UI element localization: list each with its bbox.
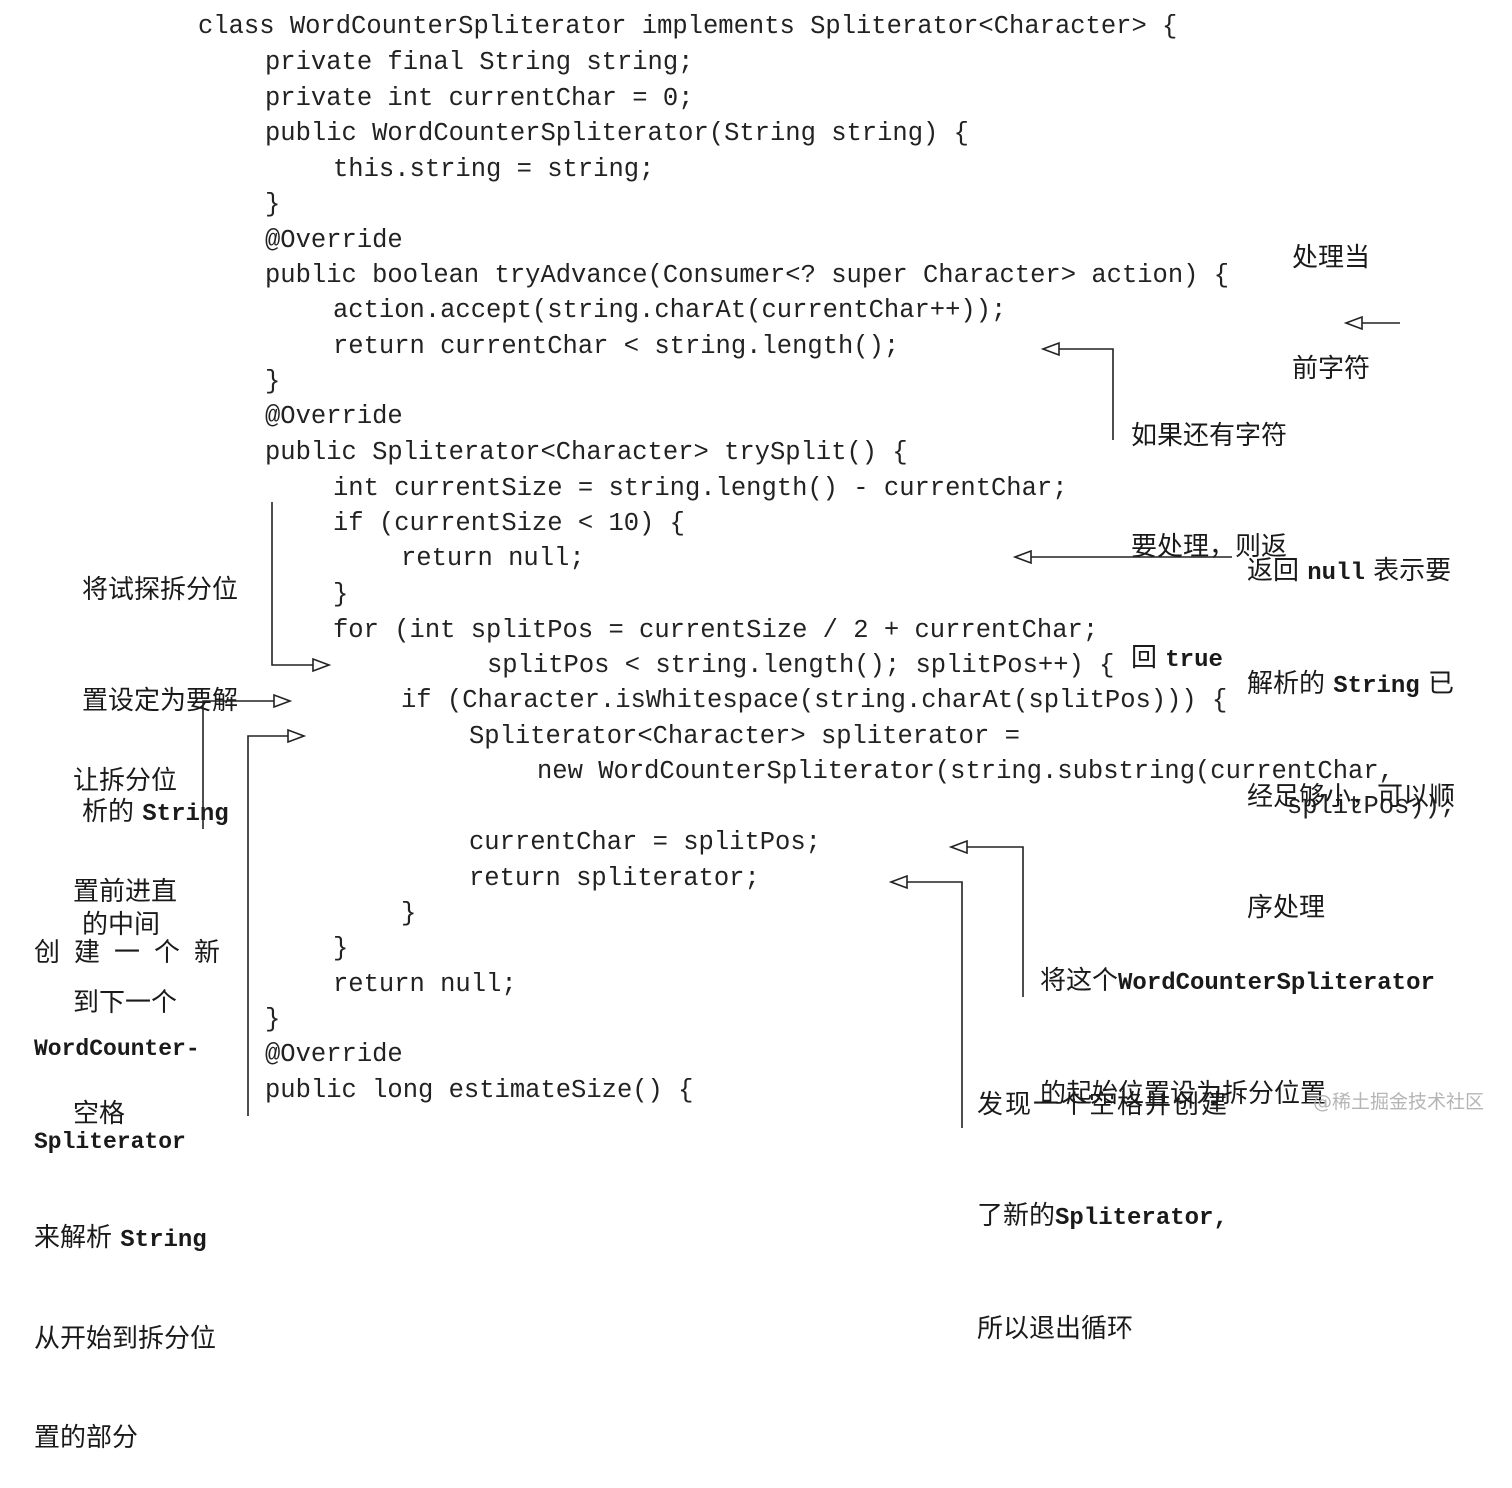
code-line: return currentChar < string.length();	[333, 332, 900, 361]
annotation-split-middle: 将试探拆分位 置设定为要解 析的 String 的中间	[82, 498, 238, 981]
code-line: Spliterator<Character> spliterator =	[469, 722, 1020, 751]
annotation-line: 置前进直	[73, 877, 178, 907]
connector-return-true	[1059, 348, 1114, 440]
annotation-advance: 让拆分位 置前进直 到下一个 空格	[73, 689, 177, 1170]
annotation-code: WordCounter-	[34, 1036, 200, 1062]
annotation-line: 到下一个	[73, 988, 178, 1018]
annotation-text: 了新的	[977, 1201, 1056, 1231]
connector-found-space	[907, 881, 963, 1128]
code-line: }	[333, 934, 349, 963]
code-line: return null;	[333, 970, 517, 999]
watermark: @稀土掘金技术社区	[1312, 1091, 1484, 1113]
code-line: splitPos < string.length(); splitPos++) …	[487, 651, 1115, 680]
code-line: }	[265, 1005, 281, 1034]
arrowhead-split-middle	[312, 657, 332, 673]
annotation-line: 了新的Spliterator,	[977, 1198, 1229, 1237]
code-line: }	[265, 367, 281, 396]
annotation-found-space: 发现一个空格并创建 了新的Spliterator, 所以退出循环	[977, 1013, 1229, 1385]
code-line: @Override	[265, 402, 403, 431]
annotation-code: null	[1307, 560, 1365, 587]
code-line: if (Character.isWhitespace(string.charAt…	[401, 686, 1228, 715]
annotation-line: 空格	[73, 1099, 126, 1129]
code-line: new WordCounterSpliterator(string.substr…	[537, 757, 1394, 786]
code-line: }	[401, 899, 417, 928]
annotation-line: 所以退出循环	[977, 1314, 1134, 1344]
annotation-text: 回	[1131, 643, 1166, 673]
annotation-line: 经足够小，可以顺	[1247, 782, 1456, 812]
annotation-line: 将试探拆分位	[82, 575, 239, 605]
arrowhead-return-null	[1012, 549, 1032, 565]
code-line: class WordCounterSpliterator implements …	[198, 12, 1178, 41]
code-line: public WordCounterSpliterator(String str…	[265, 119, 969, 148]
annotation-text: 已	[1419, 669, 1454, 699]
annotation-line: 来解析 String	[34, 1222, 234, 1257]
code-line: public Spliterator<Character> trySplit()…	[265, 438, 908, 467]
arrowhead-create-new	[287, 728, 307, 744]
annotation-line: 返回 null 表示要	[1247, 553, 1455, 592]
annotation-code: String	[120, 1227, 207, 1254]
annotation-line: 置的部分	[34, 1423, 139, 1453]
annotation-text: 返回	[1247, 556, 1308, 586]
code-line: this.string = string;	[333, 155, 655, 184]
annotation-line: 如果还有字符	[1131, 421, 1288, 451]
annotation-text: 析的	[82, 797, 143, 827]
arrowhead-set-start	[948, 839, 968, 855]
annotation-text: 将这个	[1040, 966, 1119, 996]
code-line: splitPos));	[1287, 792, 1456, 821]
connector-set-start	[967, 846, 1024, 997]
annotation-text: 来解析	[34, 1223, 121, 1253]
code-line: action.accept(string.charAt(currentChar+…	[333, 296, 1007, 325]
annotation-text: 表示要	[1364, 556, 1452, 586]
annotation-line: 让拆分位	[73, 766, 178, 796]
annotation-code: Spliterator	[34, 1129, 186, 1155]
code-line: private int currentChar = 0;	[265, 84, 694, 113]
code-line: public boolean tryAdvance(Consumer<? sup…	[265, 261, 1230, 290]
code-line: }	[333, 580, 349, 609]
arrowhead-advance	[273, 693, 293, 709]
code-line: currentChar = splitPos;	[469, 828, 821, 857]
annotation-line: 前字符	[1292, 354, 1371, 384]
annotation-create-new: 创建一个新 WordCounter- Spliterator 来解析 Strin…	[34, 871, 234, 1488]
annotation-code: WordCounterSpliterator	[1118, 970, 1435, 997]
code-line: for (int splitPos = currentSize / 2 + cu…	[333, 616, 1099, 645]
code-line: int currentSize = string.length() - curr…	[333, 474, 1068, 503]
code-line: return spliterator;	[469, 864, 760, 893]
annotation-line: 从开始到拆分位	[34, 1324, 217, 1354]
annotation-code: Spliterator,	[1055, 1205, 1228, 1232]
code-line: public long estimateSize() {	[265, 1076, 694, 1105]
annotation-line: 创建一个新	[34, 938, 235, 968]
arrowhead-found-space	[888, 874, 908, 890]
annotation-line: 处理当	[1292, 243, 1371, 273]
annotation-set-start: 将这个WordCounterSpliterator 的起始位置设为拆分位置	[1040, 889, 1435, 1150]
code-line: if (currentSize < 10) {	[333, 509, 685, 538]
annotation-code: String	[1333, 673, 1420, 700]
annotation-process-current: 处理当 前字符	[1292, 166, 1370, 425]
code-line: return null;	[401, 544, 585, 573]
annotation-return-null: 返回 null 表示要 解析的 String 已 经足够小，可以顺 序处理	[1247, 479, 1455, 964]
annotation-code: true	[1165, 647, 1223, 674]
annotation-line: 的中间	[82, 910, 161, 940]
annotation-line: 发现一个空格并创建	[977, 1090, 1230, 1120]
connector-split-middle	[271, 502, 313, 666]
annotation-line: 将这个WordCounterSpliterator	[1040, 963, 1435, 1002]
code-line: @Override	[265, 226, 403, 255]
annotation-line: 序处理	[1247, 893, 1326, 923]
annotation-line: 解析的 String 已	[1247, 666, 1455, 705]
annotation-line: 的起始位置设为拆分位置	[1040, 1079, 1327, 1109]
code-line: @Override	[265, 1040, 403, 1069]
annotation-text: 解析的	[1247, 669, 1334, 699]
code-line: private final String string;	[265, 48, 694, 77]
arrowhead-return-true	[1040, 341, 1060, 357]
annotation-line: 回 true	[1131, 640, 1287, 679]
code-line: }	[265, 190, 281, 219]
